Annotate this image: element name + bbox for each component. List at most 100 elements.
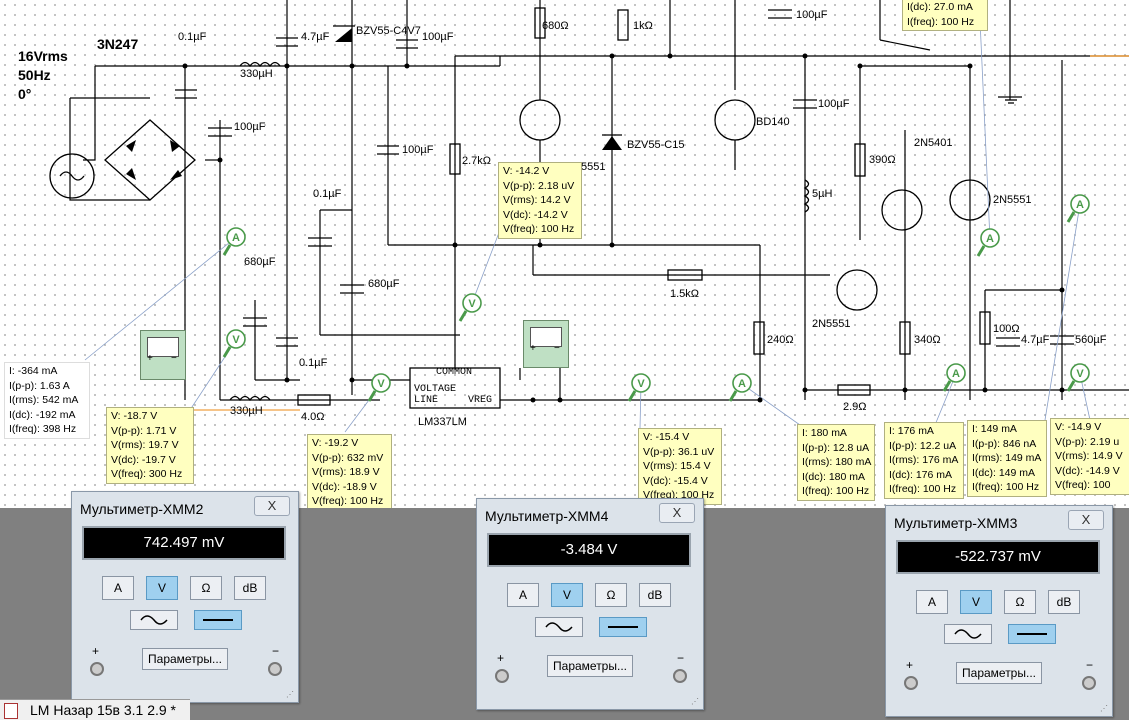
- current-probe-glyph: A: [1076, 199, 1084, 211]
- voltage-probe-icon[interactable]: [1070, 363, 1090, 383]
- negative-terminal[interactable]: [268, 662, 282, 676]
- ohms-button[interactable]: Ω: [595, 583, 627, 607]
- ground-symbol: [998, 96, 1022, 104]
- label-zener-top: BZV55-C4V7: [356, 25, 421, 37]
- probe-readout-line: V: -18.7 V: [111, 410, 158, 422]
- label-bd140: BD140: [756, 116, 790, 128]
- transistor-bd140[interactable]: [714, 99, 756, 141]
- volts-button[interactable]: V: [551, 583, 583, 607]
- label-q-5551-partial: 5551: [581, 161, 606, 173]
- inductor-330uh[interactable]: [239, 61, 281, 68]
- label-c-100-right: 100µF: [796, 9, 828, 21]
- probe-readout-line: I(freq): 100 Hz: [802, 485, 870, 498]
- multimeter-xmm3-panel[interactable]: Мультиметр-XMM3 X -522.737 mV A V Ω dB П…: [885, 505, 1113, 717]
- current-probe-icon[interactable]: [980, 228, 1000, 248]
- positive-terminal[interactable]: [904, 676, 918, 690]
- zener-top[interactable]: [335, 28, 352, 42]
- resize-grip-icon[interactable]: ⋰: [691, 697, 699, 706]
- current-probe-icon[interactable]: [1070, 194, 1090, 214]
- parameters-button[interactable]: Параметры...: [956, 662, 1042, 684]
- multimeter-display: -522.737 mV: [896, 540, 1100, 574]
- ac-mode-button[interactable]: [130, 610, 178, 630]
- document-tab-title[interactable]: LM Назар 15в 3.1 2.9 *: [30, 702, 177, 718]
- bridge-rectifier[interactable]: [104, 119, 196, 201]
- capacitors: [175, 9, 1074, 347]
- amps-button[interactable]: A: [916, 590, 948, 614]
- probe-tail: [728, 390, 738, 402]
- probe-readout-line: V(freq): 300 Hz: [111, 468, 183, 481]
- voltage-probe-icon[interactable]: [226, 329, 246, 349]
- db-button[interactable]: dB: [1048, 590, 1080, 614]
- voltage-probe-icon[interactable]: [631, 373, 651, 393]
- multimeter-title: Мультиметр-XMM3: [894, 515, 1018, 531]
- positive-terminal[interactable]: [90, 662, 104, 676]
- db-button[interactable]: dB: [234, 576, 266, 600]
- ac-mode-button[interactable]: [535, 617, 583, 637]
- transistor-2n5401[interactable]: [881, 189, 923, 231]
- amps-button[interactable]: A: [102, 576, 134, 600]
- current-probe-glyph: A: [232, 232, 240, 244]
- current-probe-icon[interactable]: [732, 373, 752, 393]
- probe-readout-line: I(p-p): 846 nA: [972, 437, 1037, 450]
- voltage-probe-glyph: V: [377, 378, 385, 390]
- resize-grip-icon[interactable]: ⋰: [1100, 704, 1108, 713]
- ac-mode-button[interactable]: [944, 624, 992, 644]
- multimeter-xmm2-panel[interactable]: Мультиметр-XMM2 X 742.497 mV A V Ω dB Па…: [71, 491, 299, 703]
- parameters-button[interactable]: Параметры...: [142, 648, 228, 670]
- transistor-2n5551-right[interactable]: [949, 179, 991, 221]
- probe-readout-line: V(freq): 100: [1055, 479, 1111, 492]
- dc-line-icon: [608, 626, 638, 628]
- meter-symbol-xmm2[interactable]: + −: [140, 330, 186, 380]
- resize-grip-icon[interactable]: ⋰: [286, 690, 294, 699]
- probe-readout-line: V(p-p): 2.19 u: [1055, 435, 1120, 448]
- close-button[interactable]: X: [1068, 510, 1104, 530]
- minus-sign: −: [272, 644, 280, 658]
- transistor-2n5551-low[interactable]: [836, 269, 878, 311]
- transistor-2n5551-top[interactable]: [519, 99, 561, 141]
- inductor-5uh[interactable]: [803, 179, 810, 213]
- inductor-330uh-low[interactable]: [229, 395, 271, 402]
- zener-mid[interactable]: [602, 136, 622, 150]
- current-probe-glyph: A: [986, 233, 994, 245]
- ohms-button[interactable]: Ω: [1004, 590, 1036, 614]
- dc-mode-button[interactable]: [194, 610, 242, 630]
- label-r-240: 240Ω: [767, 334, 794, 346]
- negative-terminal[interactable]: [1082, 676, 1096, 690]
- ac-source[interactable]: [49, 153, 95, 199]
- db-button[interactable]: dB: [639, 583, 671, 607]
- voltage-probe-icon[interactable]: [462, 293, 482, 313]
- dc-mode-button[interactable]: [599, 617, 647, 637]
- probe-tail: [1066, 211, 1076, 223]
- multimeter-title: Мультиметр-XMM2: [80, 501, 204, 517]
- probe-readout-line: V(rms): 19.7 V: [111, 439, 179, 452]
- close-button[interactable]: X: [254, 496, 290, 516]
- amps-button[interactable]: A: [507, 583, 539, 607]
- probe-readout-line: V(rms): 18.9 V: [312, 466, 380, 479]
- meter-symbol-xmm4[interactable]: + −: [523, 320, 569, 368]
- voltage-probe-glyph: V: [232, 334, 240, 346]
- current-probe-icon[interactable]: [946, 363, 966, 383]
- volts-button[interactable]: V: [146, 576, 178, 600]
- lm337-regulator[interactable]: [409, 367, 501, 409]
- close-button[interactable]: X: [659, 503, 695, 523]
- label-c-560: 560µF: [1075, 334, 1107, 346]
- negative-terminal[interactable]: [673, 669, 687, 683]
- current-probe-glyph: A: [738, 378, 746, 390]
- dc-line-icon: [1017, 633, 1047, 635]
- parameters-button[interactable]: Параметры...: [547, 655, 633, 677]
- volts-button[interactable]: V: [960, 590, 992, 614]
- multimeter-xmm4-panel[interactable]: Мультиметр-XMM4 X -3.484 V A V Ω dB Пара…: [476, 498, 704, 710]
- current-probe-icon[interactable]: [226, 227, 246, 247]
- label-c-680-left: 680µF: [244, 256, 276, 268]
- positive-terminal[interactable]: [495, 669, 509, 683]
- dc-mode-button[interactable]: [1008, 624, 1056, 644]
- label-c-01-mid: 0.1µF: [313, 188, 342, 200]
- probe-readout-line: V(rms): 15.4 V: [643, 460, 711, 473]
- voltage-probe-icon[interactable]: [371, 373, 391, 393]
- bridge-label: 3N247: [97, 36, 139, 52]
- probe-tail: [458, 310, 468, 322]
- probe-readout-line: I(freq): 100 Hz: [907, 15, 975, 28]
- ohms-button[interactable]: Ω: [190, 576, 222, 600]
